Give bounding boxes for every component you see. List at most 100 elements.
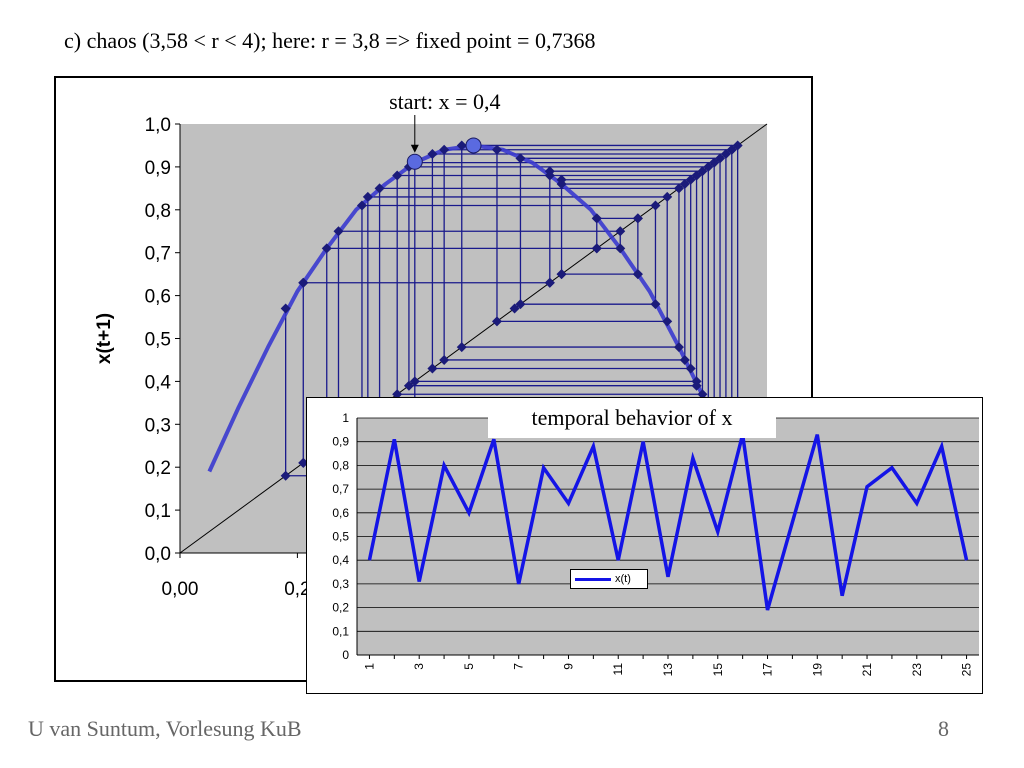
cobweb-marker [456, 342, 467, 353]
ts-y-tick-label: 0,8 [332, 458, 349, 472]
cobweb-marker [556, 269, 567, 280]
cobweb-marker [615, 243, 626, 254]
x-tick-label: 0,2 [284, 579, 310, 600]
cobweb-marker [697, 166, 708, 177]
cobweb-marker [650, 200, 661, 211]
cobweb-marker [427, 363, 438, 374]
legend-label: x(t) [615, 573, 631, 585]
cobweb-marker [491, 316, 502, 327]
cobweb-marker [356, 200, 367, 211]
cobweb-marker [280, 470, 291, 481]
cobweb-marker [439, 144, 450, 155]
y-axis-label: x(t+1) [94, 313, 115, 364]
cobweb-marker [715, 153, 726, 164]
cobweb-marker [691, 170, 702, 181]
cobweb-marker [662, 316, 673, 327]
cobweb-marker [615, 226, 626, 237]
y-tick-label: 1,0 [145, 115, 171, 136]
cobweb-marker [392, 170, 403, 181]
footer-author: U van Suntum, Vorlesung KuB [28, 716, 302, 741]
ts-x-tick-label: 23 [910, 663, 924, 677]
ts-x-tick-label: 17 [761, 663, 775, 677]
ts-y-tick-label: 0,3 [332, 577, 349, 591]
ts-x-tick-label: 3 [412, 663, 426, 670]
cobweb-marker [697, 389, 708, 400]
cobweb-marker [280, 303, 291, 314]
page-number: 8 [938, 716, 949, 741]
ts-x-tick-label: 21 [860, 663, 874, 677]
ts-x-tick-label: 11 [611, 663, 625, 676]
ts-x-tick-label: 7 [512, 663, 526, 670]
cobweb-marker [720, 149, 731, 160]
y-tick-label: 0,3 [145, 415, 171, 436]
cobweb-marker [685, 363, 696, 374]
cobweb-marker [544, 170, 555, 181]
time-series-title: temporal behavior of x [488, 400, 776, 438]
cobweb-marker [362, 191, 373, 202]
ts-y-tick-label: 0,4 [332, 553, 349, 567]
cobweb-marker [673, 342, 684, 353]
ts-y-tick-label: 0,9 [332, 435, 349, 449]
start-annotation: start: x = 0,4 [389, 89, 500, 114]
start-point-marker [406, 153, 423, 170]
y-tick-label: 0,2 [145, 458, 171, 479]
cobweb-marker [685, 174, 696, 185]
ts-y-tick-label: 0,2 [332, 601, 349, 615]
ts-y-tick-label: 0,6 [332, 506, 349, 520]
cobweb-marker [673, 183, 684, 194]
ts-y-tick-label: 0 [342, 648, 349, 662]
cobweb-marker [691, 380, 702, 391]
cobweb-marker [632, 213, 643, 224]
ts-x-tick-label: 15 [711, 663, 725, 677]
y-tick-label: 0,4 [145, 372, 172, 393]
cobweb-marker [298, 277, 309, 288]
y-tick-label: 0,9 [145, 158, 171, 179]
y-tick-label: 0,7 [145, 244, 171, 265]
cobweb-marker [632, 269, 643, 280]
ts-x-tick-label: 5 [462, 663, 476, 670]
cobweb-marker [321, 243, 332, 254]
y-tick-label: 0,1 [145, 501, 171, 522]
ts-x-tick-label: 9 [561, 663, 575, 670]
y-tick-label: 0,5 [145, 330, 171, 351]
ts-y-tick-label: 1 [342, 411, 349, 425]
cobweb-marker [709, 157, 720, 168]
cobweb-marker [591, 243, 602, 254]
y-tick-label: 0,8 [145, 201, 171, 222]
cobweb-marker [544, 277, 555, 288]
ts-x-tick-label: 25 [960, 663, 974, 677]
legend-swatch [575, 577, 611, 581]
cobweb-marker [439, 354, 450, 365]
cobweb-marker [679, 179, 690, 190]
slide-title: c) chaos (3,58 < r < 4); here: r = 3,8 =… [64, 28, 596, 53]
cobweb-marker [427, 149, 438, 160]
cobweb-marker [374, 183, 385, 194]
cobweb-marker [679, 354, 690, 365]
y-tick-label: 0,6 [145, 287, 171, 308]
ts-x-tick-label: 1 [362, 663, 376, 670]
cobweb-marker [650, 299, 661, 310]
cobweb-marker [662, 191, 673, 202]
ts-y-tick-label: 0,1 [332, 624, 349, 638]
cobweb-marker [515, 299, 526, 310]
ts-y-tick-label: 0,5 [332, 530, 349, 544]
cobweb-marker [403, 380, 414, 391]
cobweb-marker [509, 303, 520, 314]
cobweb-marker [298, 457, 309, 468]
x-tick-label: 0,00 [162, 579, 199, 600]
cobweb-marker [392, 389, 403, 400]
start-point-marker [465, 137, 482, 154]
cobweb-marker [409, 376, 420, 387]
cobweb-marker [491, 144, 502, 155]
ts-series-line [367, 434, 969, 611]
cobweb-marker [456, 140, 467, 151]
time-series-legend: x(t) [570, 569, 648, 589]
cobweb-marker [333, 226, 344, 237]
cobweb-marker [556, 179, 567, 190]
ts-y-tick-label: 0,7 [332, 482, 349, 496]
ts-x-tick-label: 13 [661, 663, 675, 677]
cobweb-marker [591, 213, 602, 224]
cobweb-marker [726, 144, 737, 155]
cobweb-marker [703, 161, 714, 172]
